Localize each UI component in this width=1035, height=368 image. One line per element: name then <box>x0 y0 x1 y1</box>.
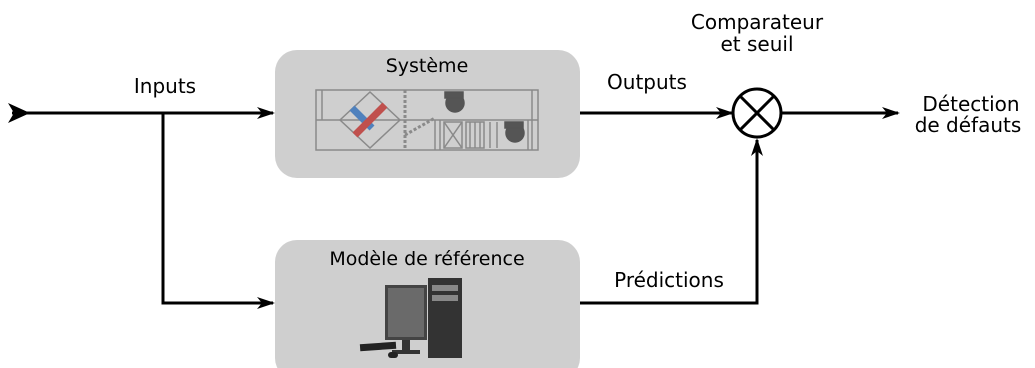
predictions-label: Prédictions <box>614 268 724 292</box>
reference-model-block: Modèle de référence <box>275 240 580 368</box>
inputs-label: Inputs <box>134 74 196 98</box>
system-block-title: Système <box>386 55 469 77</box>
comparator-label-line2: et seuil <box>720 32 793 56</box>
outputs-label: Outputs <box>607 70 687 94</box>
cross-circle-icon <box>731 87 783 139</box>
predictions-arrow <box>580 138 763 305</box>
reference-model-block-title: Modèle de référence <box>329 248 524 270</box>
detection-label-line2: de défauts <box>915 113 1022 137</box>
detection-label-line1: Détection <box>922 92 1019 116</box>
system-block: Système <box>275 50 580 178</box>
air-handling-unit-icon <box>315 89 539 151</box>
input-start-chevron <box>8 103 30 123</box>
comparator-label-line1: Comparateur <box>691 10 824 34</box>
input-branch-arrow <box>161 113 275 309</box>
connections <box>12 107 900 309</box>
desktop-computer-icon <box>359 278 462 358</box>
